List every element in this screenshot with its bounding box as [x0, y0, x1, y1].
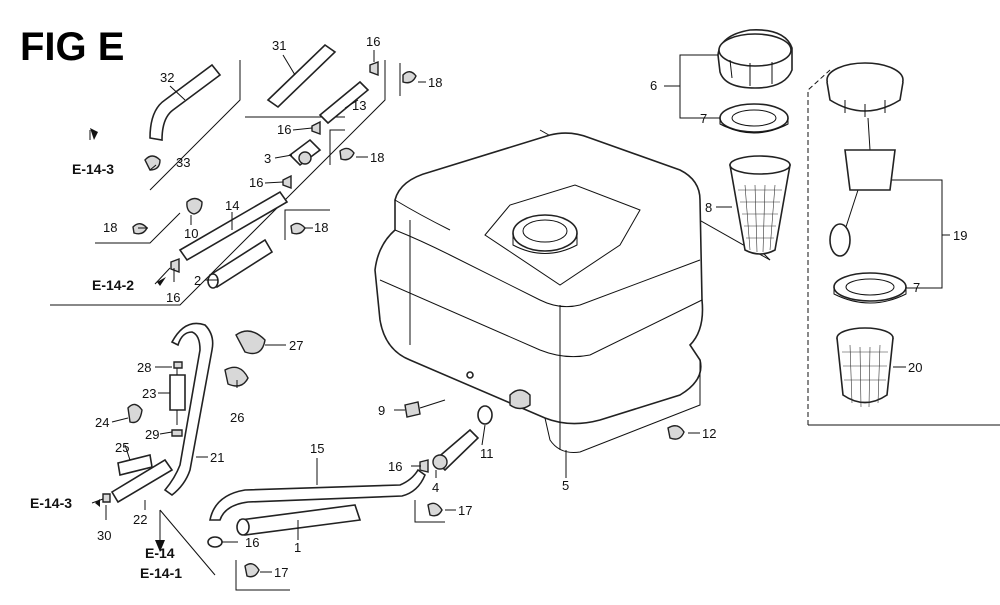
hose-32	[149, 63, 222, 141]
arrows	[90, 128, 166, 552]
label-17-a: 17	[458, 503, 472, 518]
fuel-cap	[717, 29, 793, 89]
clip-16-group	[170, 60, 379, 274]
right-box-outline	[807, 69, 1000, 426]
label-16-a: 16	[366, 34, 380, 49]
label-16-b: 16	[277, 122, 291, 137]
label-25: 25	[115, 440, 129, 455]
hose-31	[266, 43, 337, 109]
label-13: 13	[352, 98, 366, 113]
hose-21	[163, 322, 214, 496]
lower-left-bracket	[89, 130, 445, 591]
ref-e-14-3-bottom: E-14-3	[30, 495, 72, 511]
cap-gasket-upper	[719, 103, 789, 134]
tube-14	[178, 190, 289, 262]
label-23: 23	[142, 386, 156, 401]
plug-12	[667, 425, 685, 440]
ref-e-14-1: E-14-1	[140, 565, 182, 581]
ref-e-14: E-14	[145, 545, 175, 561]
label-16-d: 16	[166, 290, 180, 305]
fuel-cap-right	[826, 62, 904, 117]
fuel-filter-23	[169, 365, 186, 425]
label-16-f: 16	[388, 459, 402, 474]
label-29: 29	[145, 427, 159, 442]
label-9: 9	[378, 403, 385, 418]
tube-2	[207, 238, 274, 289]
label-4: 4	[432, 480, 439, 495]
strainer-right	[836, 327, 894, 408]
label-3: 3	[264, 151, 271, 166]
cap-gasket-right	[833, 272, 907, 304]
label-21: 21	[210, 450, 224, 465]
label-17-b: 17	[274, 565, 288, 580]
label-7-a: 7	[700, 111, 707, 126]
label-28: 28	[137, 360, 151, 375]
clip-17-group	[244, 502, 443, 578]
hose-13	[318, 80, 370, 125]
label-10: 10	[184, 226, 198, 241]
ref-e-14-3-top: E-14-3	[72, 161, 114, 177]
grommet-10	[186, 197, 203, 215]
label-31: 31	[272, 38, 286, 53]
fuel-cock-4	[432, 428, 480, 472]
label-19: 19	[953, 228, 967, 243]
washer-11	[477, 405, 493, 425]
tube-1	[236, 504, 362, 536]
label-20: 20	[908, 360, 922, 375]
label-5: 5	[562, 478, 569, 493]
fuel-tank	[374, 132, 704, 453]
small-parts-28-29-30	[102, 361, 183, 503]
label-18-c: 18	[314, 220, 328, 235]
label-18-a: 18	[428, 75, 442, 90]
label-7-b: 7	[913, 280, 920, 295]
fuel-strainer	[729, 155, 791, 255]
figure-title: FIG E	[20, 25, 124, 69]
label-27: 27	[289, 338, 303, 353]
label-22: 22	[133, 512, 147, 527]
label-1: 1	[294, 540, 301, 555]
label-32: 32	[160, 70, 174, 85]
leader-lines	[91, 50, 950, 573]
label-14: 14	[225, 198, 239, 213]
clamp-26	[224, 366, 249, 387]
hose-15	[209, 468, 426, 521]
label-8: 8	[705, 200, 712, 215]
label-30: 30	[97, 528, 111, 543]
label-15: 15	[310, 441, 324, 456]
clip-18-c	[290, 222, 306, 235]
bolt-9	[404, 399, 446, 418]
cap-tether-chain	[829, 117, 896, 257]
label-12: 12	[702, 426, 716, 441]
label-16-e: 16	[245, 535, 259, 550]
label-16-c: 16	[249, 175, 263, 190]
clamp-27	[235, 330, 266, 355]
label-33: 33	[176, 155, 190, 170]
label-26: 26	[230, 410, 244, 425]
label-11: 11	[480, 446, 494, 461]
label-18-b: 18	[370, 150, 384, 165]
reference-labels: E-14-3 E-14-2 E-14-3 E-14 E-14-1	[30, 161, 182, 581]
clip-33	[144, 155, 161, 171]
clip-18-d	[132, 223, 148, 235]
part-labels: 32 31 16 18 13 16 3 18 16 14 10 18 18 33…	[95, 34, 967, 580]
label-18-d: 18	[103, 220, 117, 235]
ring-16-lower	[207, 459, 429, 548]
label-2: 2	[194, 273, 201, 288]
label-6: 6	[650, 78, 657, 93]
clip-18-b	[339, 147, 355, 161]
hose-22	[110, 458, 174, 504]
ref-e-14-2: E-14-2	[92, 277, 134, 293]
clip-18-a	[402, 71, 417, 84]
hose-25	[117, 454, 153, 476]
clamp-24	[127, 403, 143, 424]
fuel-cock-3	[288, 138, 322, 167]
label-24: 24	[95, 415, 109, 430]
